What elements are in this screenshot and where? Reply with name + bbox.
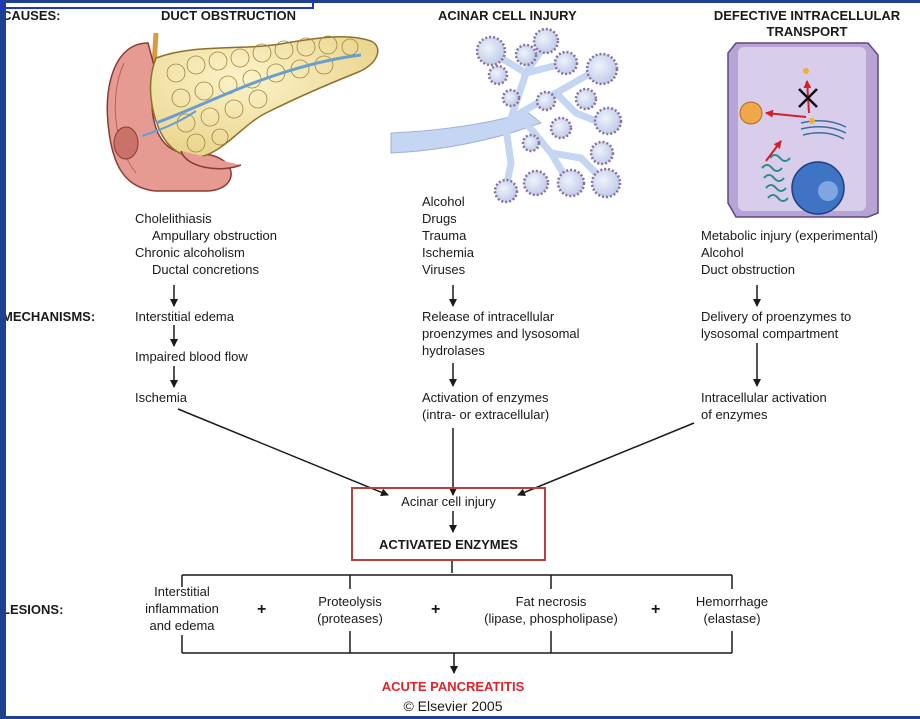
acinar-cause-1: Alcohol	[422, 194, 465, 209]
duct-cause-1: Cholelithiasis	[135, 211, 212, 226]
lesion-1-line1: Interstitial	[154, 584, 210, 599]
duct-cause-3: Chronic alcoholism	[135, 245, 245, 260]
acinar-mechanism-2-line1: Activation of enzymes	[422, 390, 549, 405]
acinar-mechanism-1-line1: Release of intracellular	[422, 309, 555, 324]
duct-obstruction-title: DUCT OBSTRUCTION	[161, 8, 297, 23]
cell-illustration	[727, 42, 879, 218]
duct-cause-4: Ductal concretions	[152, 262, 259, 277]
transport-cause-2: Alcohol	[701, 245, 744, 260]
lesion-2-line1: Proteolysis	[318, 594, 382, 609]
acute-pancreatitis-outcome: ACUTE PANCREATITIS	[381, 679, 525, 694]
acinar-mechanism-1-line2: proenzymes and lysosomal	[422, 326, 580, 341]
transport-mechanism-2-line1: Intracellular activation	[701, 390, 827, 405]
acinar-cause-5: Viruses	[422, 262, 466, 277]
selection-outline	[0, 0, 314, 9]
copyright-notice: © Elsevier 2005	[403, 698, 503, 714]
acinar-cause-4: Ischemia	[422, 245, 475, 260]
duct-cause-2: Ampullary obstruction	[152, 228, 277, 243]
transport-mechanism-1-line1: Delivery of proenzymes to	[701, 309, 852, 324]
lesion-2-line2: (proteases)	[317, 611, 383, 626]
duct-mechanism-1: Interstitial edema	[135, 309, 234, 324]
transport-cause-3: Duct obstruction	[701, 262, 795, 277]
duct-mechanism-3: Ischemia	[135, 390, 188, 405]
lesion-1-line2: inflammation	[145, 601, 219, 616]
transport-cause-1: Metabolic injury (experimental)	[701, 228, 879, 243]
acinar-illustration	[390, 27, 623, 204]
diagram-canvas: CAUSES: DUCT OBSTRUCTION ACINAR CELL INJ…	[6, 3, 920, 716]
lesion-4-line1: Hemorrhage	[695, 594, 769, 609]
plus-sign-2: +	[431, 601, 441, 618]
lesion-1-line3: and edema	[149, 618, 215, 633]
pancreas-illustration	[106, 32, 379, 192]
defective-transport-title-line2: TRANSPORT	[766, 24, 848, 39]
causes-header: CAUSES:	[6, 8, 61, 23]
acinar-mechanism-2-line2: (intra- or extracellular)	[422, 407, 550, 422]
mechanisms-header: MECHANISMS:	[6, 309, 96, 324]
acinar-cause-2: Drugs	[422, 211, 457, 226]
acinar-cell-injury-title: ACINAR CELL INJURY	[438, 8, 577, 23]
defective-transport-title-line1: DEFECTIVE INTRACELLULAR	[713, 8, 901, 23]
duct-mechanism-2: Impaired blood flow	[135, 349, 248, 364]
central-highlight-box	[351, 487, 546, 561]
plus-sign-1: +	[257, 601, 267, 618]
plus-sign-3: +	[651, 601, 661, 618]
top-frame-bar	[0, 0, 920, 3]
lesions-header: LESIONS:	[6, 602, 64, 617]
acinar-cause-3: Trauma	[422, 228, 467, 243]
lesion-3-line2: (lipase, phospholipase)	[484, 611, 618, 626]
acinar-cell-injury-result: Acinar cell injury	[401, 494, 496, 509]
flow-arrows	[170, 285, 761, 674]
activated-enzymes-label: ACTIVATED ENZYMES	[379, 537, 518, 552]
lesion-3-line1: Fat necrosis	[515, 594, 587, 609]
lesion-4-line2: (elastase)	[703, 611, 761, 626]
acinar-mechanism-1-line3: hydrolases	[422, 343, 485, 358]
diagram-graphics	[106, 27, 879, 674]
transport-mechanism-1-line2: lysosomal compartment	[701, 326, 839, 341]
transport-mechanism-2-line2: of enzymes	[701, 407, 768, 422]
